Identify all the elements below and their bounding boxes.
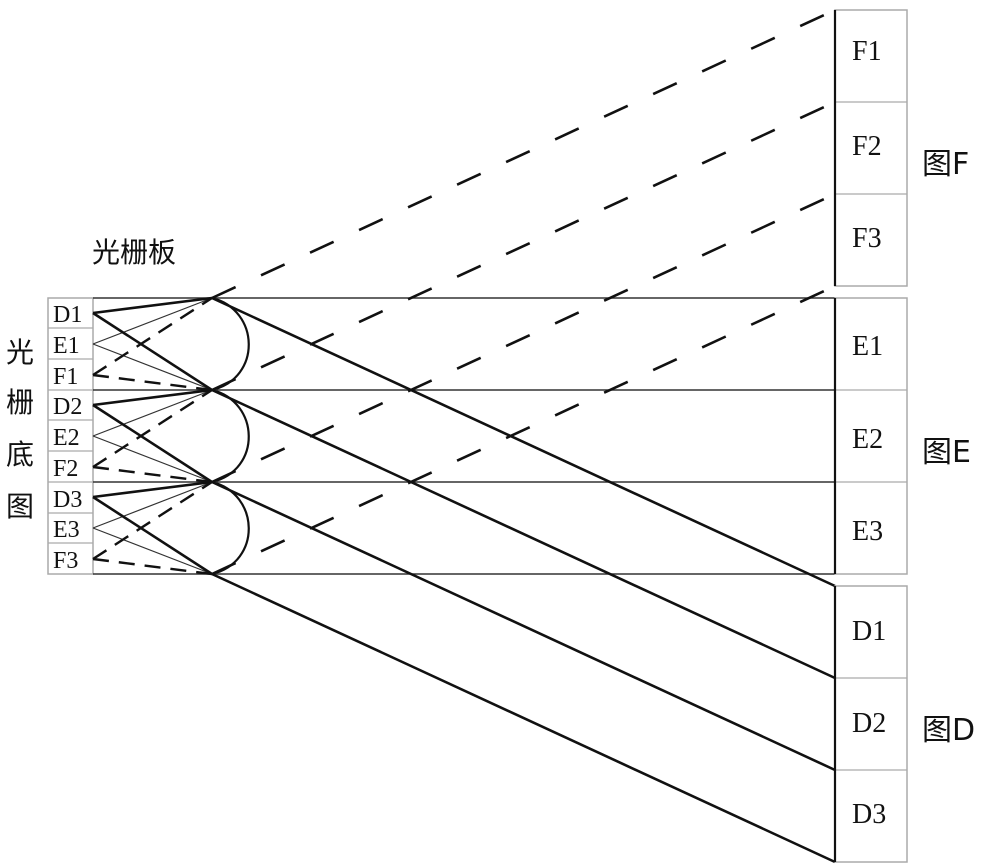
grating-base-char-3: 底 <box>6 438 34 471</box>
group-d-label: 图D <box>922 713 975 748</box>
rays-to-f-screen <box>211 8 836 576</box>
grating-base-char-1: 光 <box>6 336 34 369</box>
rays-f-dashed <box>92 296 213 576</box>
grating-base-char-4: 图 <box>6 490 34 523</box>
base-cell-d3: D3 <box>53 487 82 513</box>
base-cell-e2: E2 <box>53 425 80 451</box>
screen-f: F1 F2 F3 图F <box>833 9 969 287</box>
group-f-label: 图F <box>922 147 969 182</box>
screen-d-cell-2: D2 <box>852 708 886 739</box>
screen-e-cell-3: E3 <box>852 516 883 547</box>
group-e-label: 图E <box>922 435 971 470</box>
screen-e-cell-1: E1 <box>852 331 883 362</box>
grating-base-char-2: 栅 <box>6 386 34 419</box>
base-cell-d2: D2 <box>53 394 82 420</box>
base-cell-e3: E3 <box>53 517 80 543</box>
base-cell-f3: F3 <box>53 548 78 574</box>
rays-d-solid <box>92 296 213 576</box>
screen-f-cell-1: F1 <box>852 36 882 67</box>
rays-to-d-screen <box>211 296 836 864</box>
screen-d: D1 D2 D3 图D <box>833 585 975 863</box>
grating-plate-label: 光栅板 <box>92 236 176 269</box>
screen-d-cell-3: D3 <box>852 799 886 830</box>
screen-f-cell-3: F3 <box>852 223 882 254</box>
screen-e: E1 E2 E3 图E <box>833 297 971 575</box>
grating-base-label: 光 栅 底 图 <box>6 336 34 523</box>
base-cell-f1: F1 <box>53 364 78 390</box>
screen-d-cell-1: D1 <box>852 616 886 647</box>
plane-lines <box>93 297 835 575</box>
base-cell-e1: E1 <box>53 333 80 359</box>
rays-e-thin <box>92 297 213 575</box>
base-cell-d1: D1 <box>53 302 82 328</box>
screen-e-cell-2: E2 <box>852 424 883 455</box>
lenticular-lenses <box>211 296 250 576</box>
grating-base-image: D1 E1 F1 D2 E2 F2 D3 E3 F3 <box>47 297 94 575</box>
base-cell-f2: F2 <box>53 456 78 482</box>
screen-f-cell-2: F2 <box>852 131 882 162</box>
